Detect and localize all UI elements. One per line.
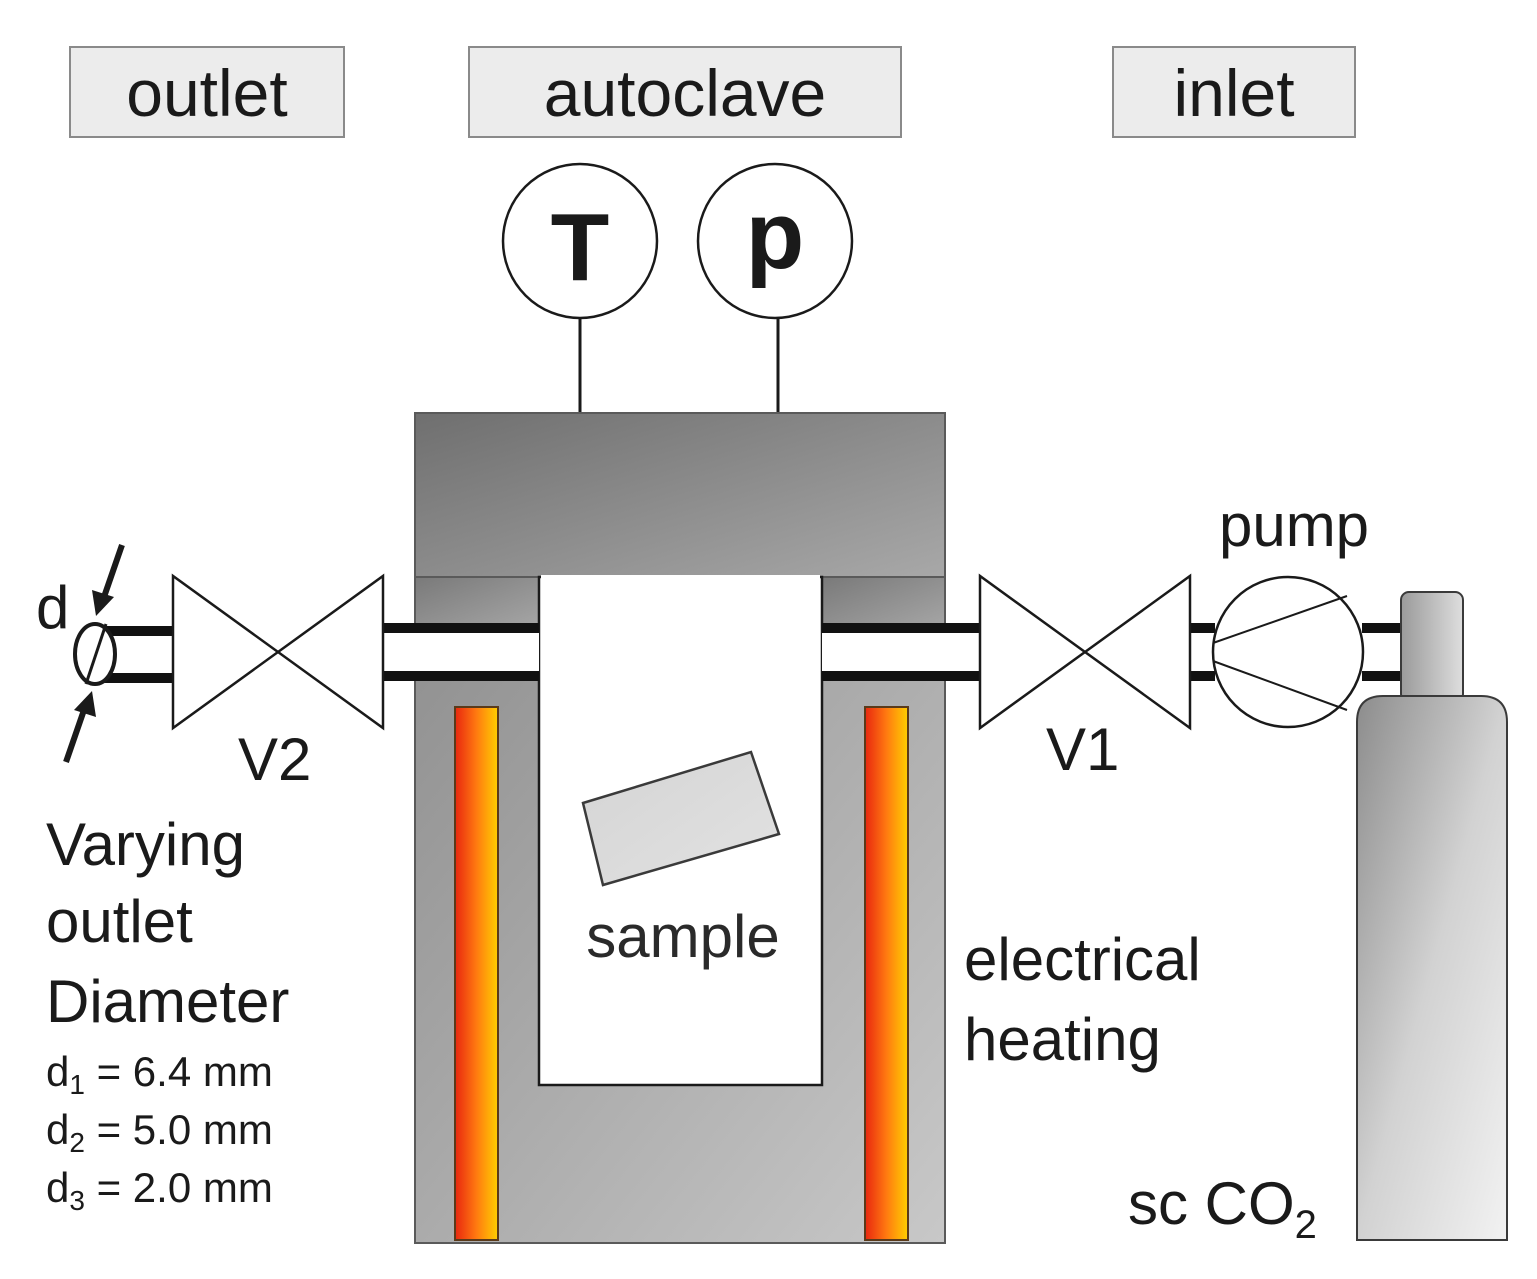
heating-label-line2: heating (964, 1006, 1161, 1073)
diameter-d3: d3 = 2.0 mm (46, 1164, 273, 1216)
diameter-d1: d1 = 6.4 mm (46, 1048, 273, 1100)
pressure-gauge: p (696, 162, 854, 633)
heating-label-line1: electrical (964, 926, 1201, 993)
co2-label: sc CO2 (1128, 1170, 1317, 1247)
temperature-gauge-label: T (551, 194, 610, 301)
outlet-opening (73, 622, 117, 686)
cylinder-neck (1400, 591, 1464, 703)
pressure-gauge-label: p (746, 182, 805, 289)
outlet-header-label: outlet (126, 56, 287, 130)
outlet-info-line3: Diameter (46, 968, 289, 1035)
inlet-header: inlet (1112, 46, 1356, 138)
cylinder-body (1356, 695, 1508, 1241)
valve-v2: V2 (171, 573, 385, 793)
inlet-header-label: inlet (1173, 56, 1294, 130)
valve-v2-label: V2 (238, 726, 311, 793)
valve-v1-label: V1 (1046, 716, 1119, 783)
diameter-arrow-bottom (63, 691, 96, 763)
co2-cylinder (1356, 591, 1508, 1241)
diameter-label: d (36, 574, 69, 641)
autoclave-vessel: sample (414, 412, 946, 1244)
diameter-d2: d2 = 5.0 mm (46, 1106, 273, 1158)
right-heater (864, 706, 909, 1241)
pump: pump (1211, 492, 1369, 729)
outlet-info-line2: outlet (46, 888, 193, 955)
outlet-header: outlet (69, 46, 345, 138)
outlet-info-line1: Varying (46, 811, 245, 878)
sample-label: sample (586, 903, 779, 970)
sample-block (581, 750, 781, 887)
diameter-arrow-top (92, 544, 125, 616)
inlet-pipe (822, 623, 1402, 681)
valve-v1: V1 (978, 573, 1192, 783)
pump-label: pump (1219, 492, 1369, 559)
autoclave-header: autoclave (468, 46, 902, 138)
autoclave-lid (414, 412, 946, 578)
left-heater (454, 706, 499, 1241)
autoclave-header-label: autoclave (544, 56, 827, 130)
